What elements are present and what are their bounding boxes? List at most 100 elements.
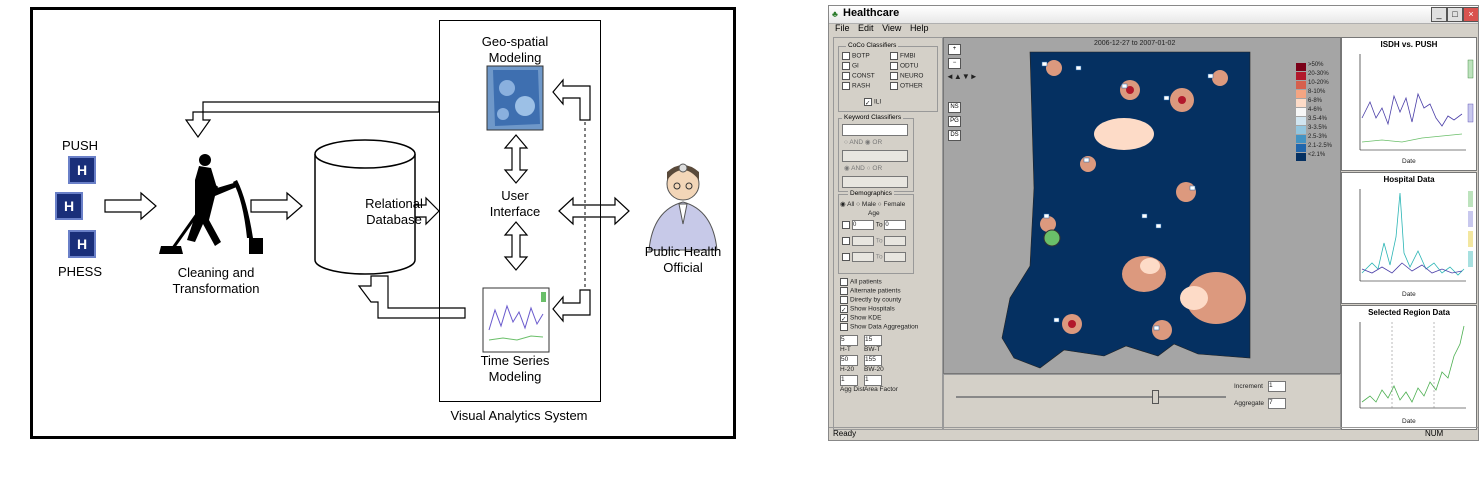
aggregate-input[interactable]: 7	[1268, 398, 1286, 409]
coco-checkbox[interactable]: RASH	[842, 82, 870, 90]
coco-classifiers-title: CoCo Classifiers	[846, 42, 899, 49]
menu-bar: File Edit View Help	[829, 23, 1478, 35]
push-badge-icon: H	[68, 156, 96, 184]
controls-panel: CoCo Classifiers BOTP FMBI GI ODTU CONST…	[833, 37, 943, 430]
isdh-push-chart: ISDH vs. PUSH Date	[1341, 37, 1477, 171]
system-diagram: PUSH H H H PHESS	[30, 7, 736, 439]
param-label: Area Factor	[864, 386, 898, 393]
minimize-icon[interactable]: _	[1431, 7, 1447, 22]
keyword-field-3[interactable]	[842, 176, 908, 188]
phess-badge-icon: H	[68, 230, 96, 258]
coco-checkbox[interactable]: ODTU	[890, 62, 918, 70]
map-legend: >50% 20-30% 10-20% 8-10% 6-8% 4-6% 3.5-4…	[1296, 62, 1336, 161]
ili-checkbox[interactable]: ✓ILI	[864, 98, 882, 107]
geo-thumbnail	[486, 65, 544, 131]
option-checkbox[interactable]: Alternate patients	[840, 287, 901, 295]
status-bar: Ready NUM	[829, 427, 1478, 440]
zoom-out-button[interactable]: −	[948, 58, 961, 69]
maximize-icon[interactable]: □	[1447, 7, 1463, 22]
keyword-classifiers-title: Keyword Classifiers	[842, 114, 904, 121]
param-input[interactable]: 155	[864, 355, 882, 366]
pan-arrows-icon[interactable]: ◄▲▼►	[946, 72, 978, 81]
visual-analytics-system-label: Visual Analytics System	[450, 408, 588, 423]
param-input[interactable]: 1	[840, 375, 858, 386]
param-input[interactable]: 50	[840, 355, 858, 366]
date-axis-label: Date	[1402, 291, 1416, 298]
close-icon[interactable]: ×	[1463, 7, 1478, 22]
diagram-arrows	[104, 65, 718, 353]
increment-label: Increment	[1234, 383, 1263, 390]
menu-help[interactable]: Help	[909, 23, 929, 33]
age-row[interactable]: 0 To 0	[842, 220, 907, 230]
chart-title: Hospital Data	[1383, 175, 1435, 184]
option-checkbox[interactable]: Show Data Aggregation	[840, 323, 918, 331]
num-indicator: NUM	[1425, 429, 1444, 438]
window-title: Healthcare	[843, 7, 900, 19]
param-label: BW-T	[864, 346, 881, 353]
pg-button[interactable]: PG	[948, 116, 961, 127]
param-input[interactable]: 1	[864, 375, 882, 386]
visual-analytics-system-box	[439, 20, 601, 402]
increment-input[interactable]: 1	[1268, 381, 1286, 392]
age-row-disabled[interactable]: To	[842, 252, 907, 262]
param-input[interactable]: 5	[840, 335, 858, 346]
hospital-data-chart: Hospital Data Date	[1341, 172, 1477, 304]
map-panel[interactable]: 2006-12-27 to 2007-01-02 + − ◄▲▼► NS PG …	[943, 37, 1341, 374]
demographics-title: Demographics	[848, 190, 894, 197]
chart-title: Selected Region Data	[1368, 308, 1450, 317]
option-checkbox[interactable]: ✓Show KDE	[840, 314, 882, 323]
hospital-data-plot	[1359, 189, 1473, 282]
public-health-official-icon	[648, 163, 718, 251]
param-label: Agg Dist	[840, 386, 865, 393]
param-label: BW-20	[864, 366, 884, 373]
selected-region-chart: Selected Region Data Date	[1341, 305, 1477, 430]
title-bar: ♣ Healthcare _ □ ×	[829, 6, 1478, 24]
option-checkbox[interactable]: ✓Show Hospitals	[840, 305, 895, 314]
demographics-radio[interactable]: ◉ All ○ Male ○ Female	[840, 201, 906, 208]
menu-file[interactable]: File	[835, 23, 850, 33]
source-badge-icon: H	[55, 192, 83, 220]
param-input[interactable]: 15	[864, 335, 882, 346]
coco-checkbox[interactable]: FMBI	[890, 52, 916, 60]
coco-checkbox[interactable]: GI	[842, 62, 859, 70]
date-axis-label: Date	[1402, 418, 1416, 425]
zoom-in-button[interactable]: +	[948, 44, 961, 55]
push-label: PUSH	[61, 138, 99, 153]
indiana-map	[1001, 51, 1251, 369]
and-or-radio-2[interactable]: ◉ AND ○ OR	[844, 165, 883, 172]
and-or-radio[interactable]: ○ AND ◉ OR	[844, 139, 883, 146]
coco-checkbox[interactable]: OTHER	[890, 82, 923, 90]
keyword-field-1[interactable]	[842, 124, 908, 136]
coco-checkbox[interactable]: NEURO	[890, 72, 923, 80]
selected-region-plot	[1359, 322, 1466, 409]
time-slider-panel: Increment 1 Aggregate 7	[943, 374, 1341, 430]
menu-edit[interactable]: Edit	[858, 23, 874, 33]
aggregate-label: Aggregate	[1234, 400, 1264, 407]
option-checkbox[interactable]: Directly by county	[840, 296, 901, 304]
isdh-push-plot	[1359, 54, 1474, 151]
option-checkbox[interactable]: All patients	[840, 278, 882, 286]
age-row-disabled[interactable]: To	[842, 236, 907, 246]
ds-button[interactable]: DS	[948, 130, 961, 141]
coco-checkbox[interactable]: BOTP	[842, 52, 870, 60]
param-label: H-20	[840, 366, 855, 373]
phess-label: PHESS	[57, 264, 103, 279]
app-icon: ♣	[832, 9, 838, 19]
time-slider-track[interactable]	[956, 396, 1226, 398]
keyword-field-2[interactable]	[842, 150, 908, 162]
chart-title: ISDH vs. PUSH	[1380, 40, 1438, 49]
menu-view[interactable]: View	[882, 23, 902, 33]
database-cylinder	[314, 139, 416, 275]
age-label: Age	[868, 210, 880, 217]
coco-checkbox[interactable]: CONST	[842, 72, 875, 80]
ns-button[interactable]: NS	[948, 102, 961, 113]
healthcare-app-window: ♣ Healthcare _ □ × File Edit View Help C…	[828, 5, 1479, 441]
time-slider-thumb[interactable]	[1152, 390, 1159, 404]
cleaning-figure-icon	[159, 154, 263, 254]
status-text: Ready	[833, 429, 857, 438]
